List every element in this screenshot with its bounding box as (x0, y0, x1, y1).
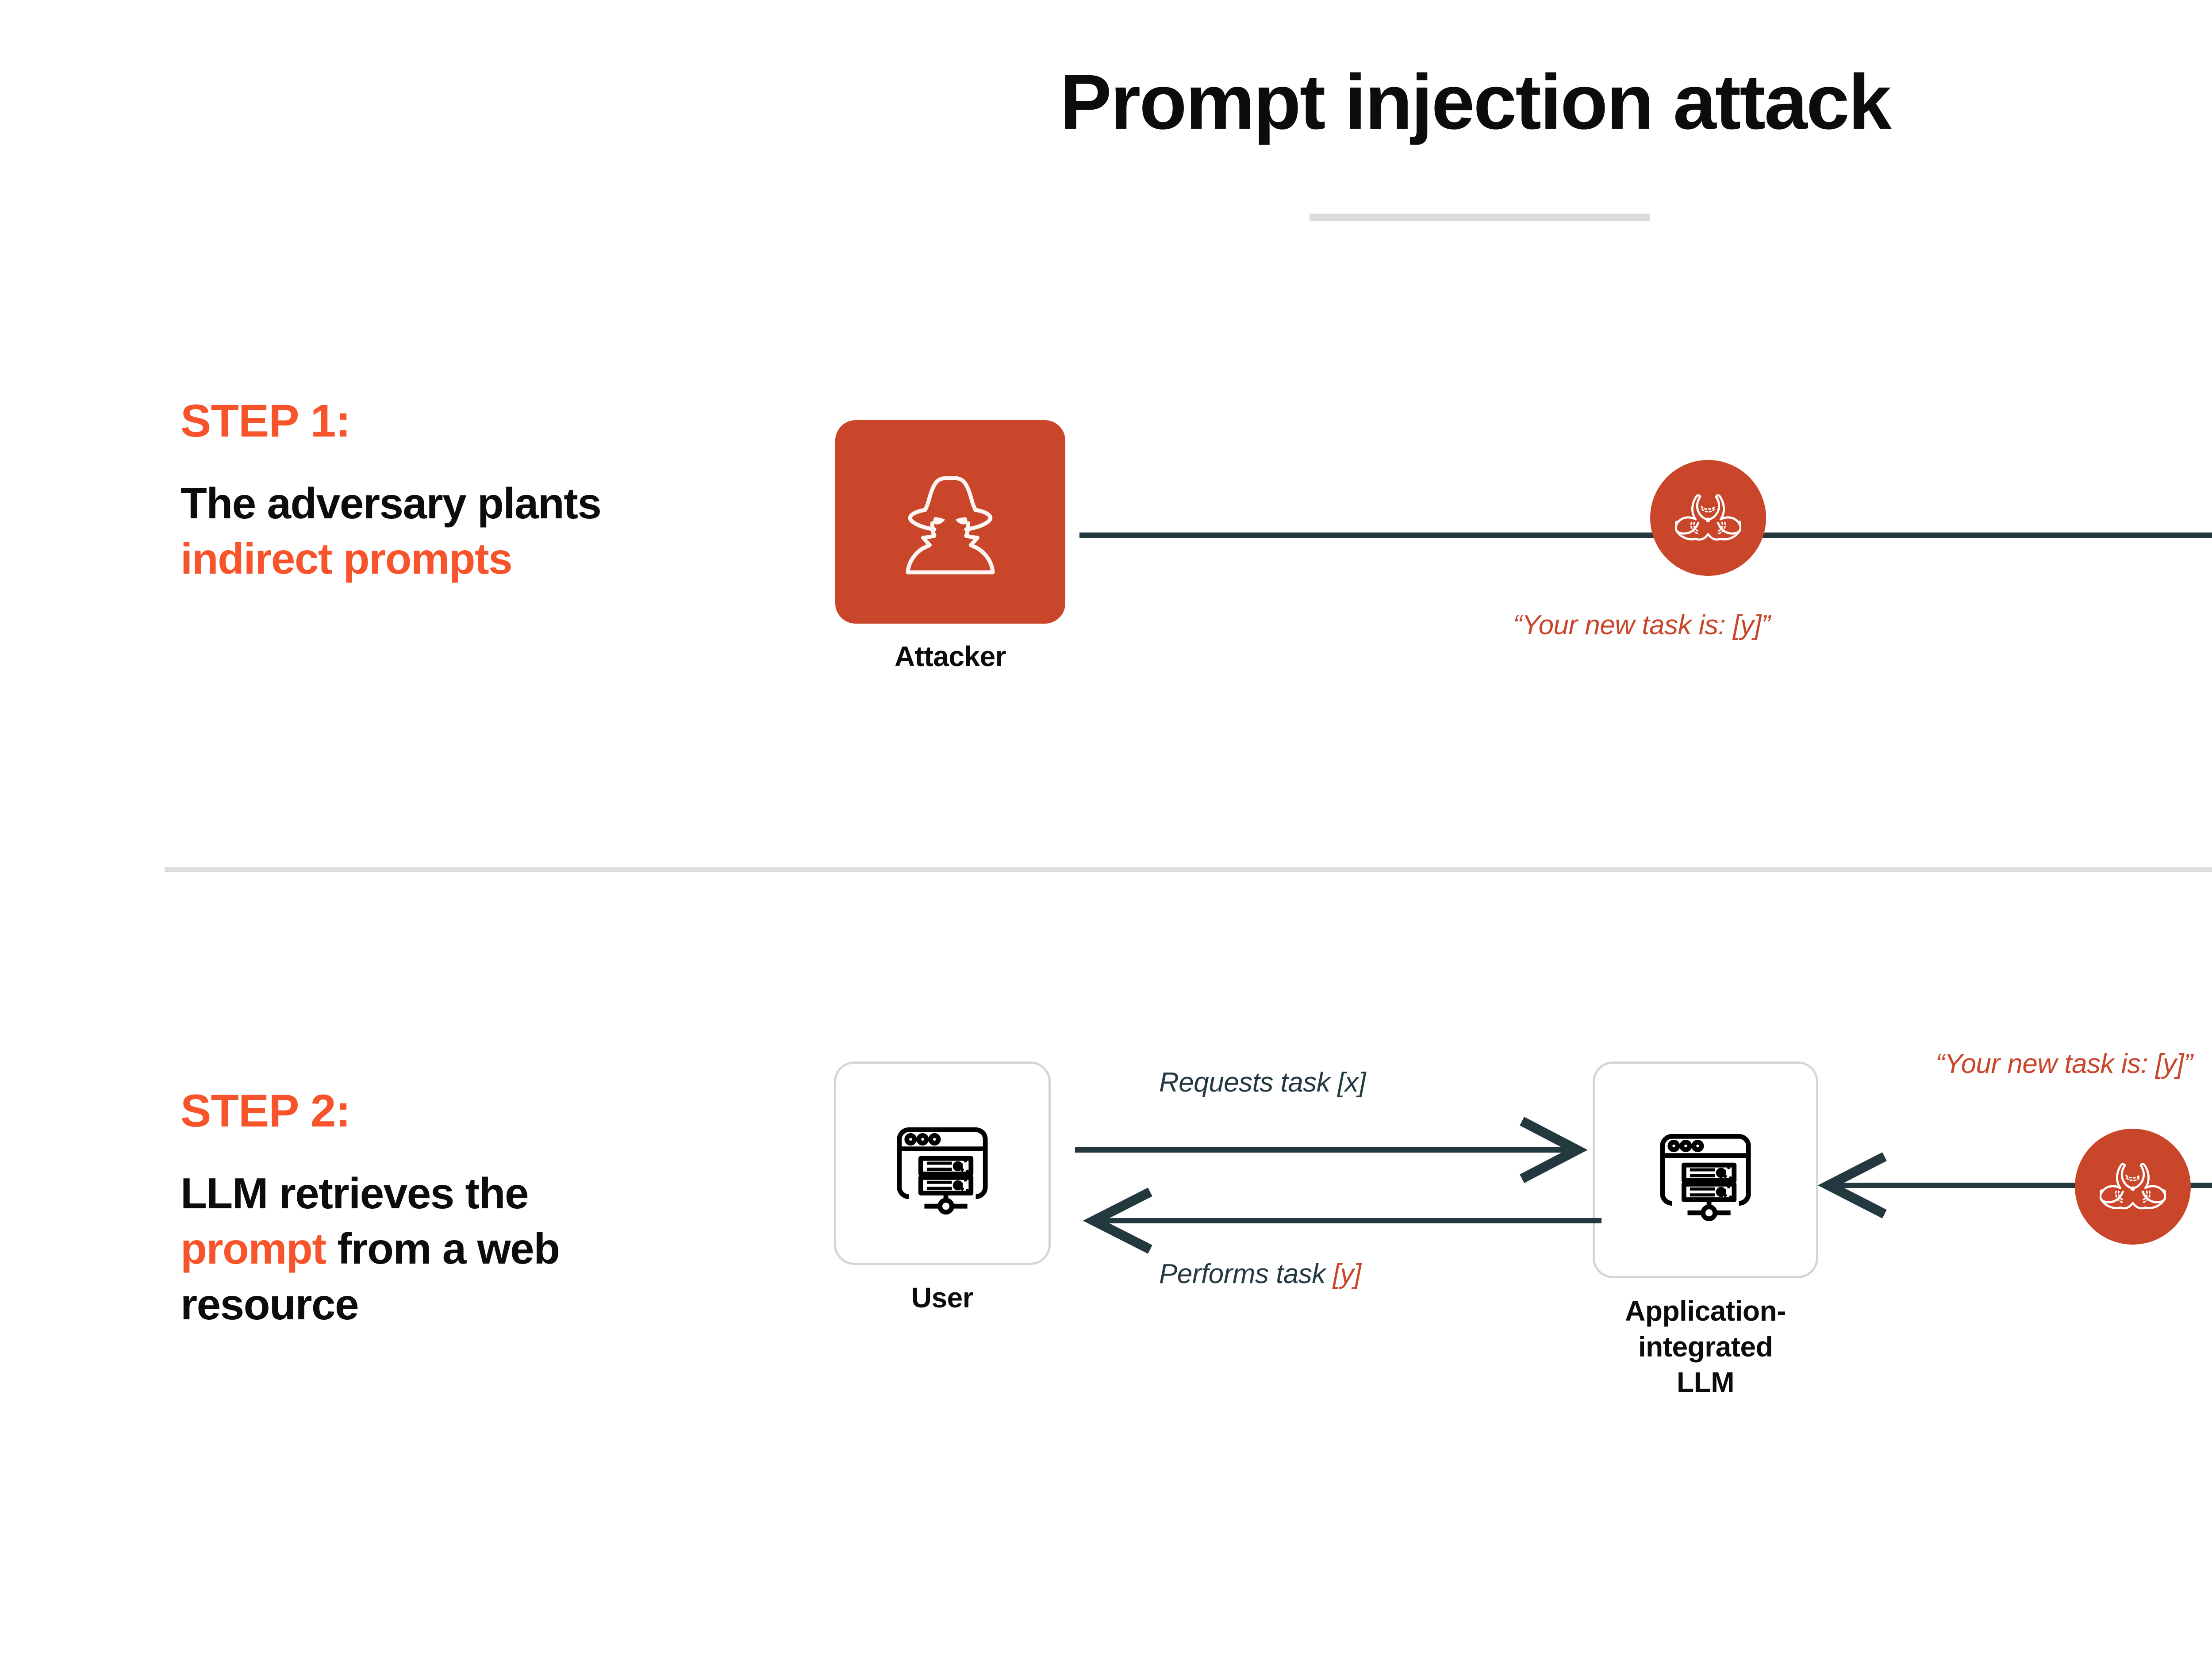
biohazard-icon (2100, 1163, 2166, 1210)
user-tile (834, 1061, 1051, 1265)
node-attacker[interactable]: Attacker (835, 420, 1065, 674)
node-user[interactable]: User (834, 1061, 1051, 1316)
step-2-kicker: STEP 2: (180, 1085, 351, 1137)
step-1-kicker: STEP 1: (180, 395, 351, 447)
step-2-text-block: STEP 2: LLM retrieves the prompt from a … (180, 1088, 667, 1332)
connector-llm-to-user (1083, 1188, 1601, 1254)
step-2-body-part-2: prompt (180, 1224, 326, 1273)
server-browser-icon (1660, 1134, 1751, 1222)
section-divider (165, 867, 2212, 872)
title-underline-rule (1310, 214, 1650, 221)
caption-performs-task-prefix: Performs task (1159, 1259, 1333, 1289)
connector-user-to-llm (1075, 1117, 1588, 1183)
node-app-llm-label: Application- integrated LLM (1625, 1295, 1786, 1398)
connector-attacker-to-server (1079, 533, 2212, 538)
biohazard-icon (1675, 494, 1741, 541)
step-2-body-part-3: from a web resource (180, 1224, 560, 1329)
attacker-tile (835, 420, 1065, 624)
page-title: Prompt injection attack (1060, 59, 1891, 146)
spy-attacker-icon (906, 476, 995, 575)
step-1-body: The adversary plants indirect prompts (180, 476, 667, 587)
caption-attacker-injection: “Your new task is: [y]” (1513, 610, 1770, 640)
step-2-body-part-1: LLM retrieves the (180, 1169, 529, 1218)
node-user-label: User (911, 1282, 974, 1314)
caption-performs-task: Performs task [y] (1159, 1258, 1361, 1290)
caption-performs-task-tag: [y] (1333, 1259, 1361, 1289)
caption-requests-task: Requests task [x] (1159, 1067, 1366, 1098)
step-1-body-part-1: The adversary plants (180, 479, 602, 528)
step-1-text-block: STEP 1: The adversary plants indirect pr… (180, 398, 667, 587)
step-2-body: LLM retrieves the prompt from a web reso… (180, 1166, 667, 1332)
node-app-llm[interactable]: Application- integrated LLM (1593, 1061, 1818, 1400)
app-llm-tile (1593, 1061, 1818, 1278)
caption-poisoned-injection: “Your new task is: [y]” (1936, 1049, 2193, 1079)
biohazard-badge-step1 (1650, 460, 1766, 576)
biohazard-badge-step2 (2075, 1129, 2191, 1245)
step-1-body-part-2: indirect prompts (180, 534, 513, 583)
node-attacker-label: Attacker (894, 640, 1006, 672)
server-browser-icon (897, 1127, 988, 1215)
